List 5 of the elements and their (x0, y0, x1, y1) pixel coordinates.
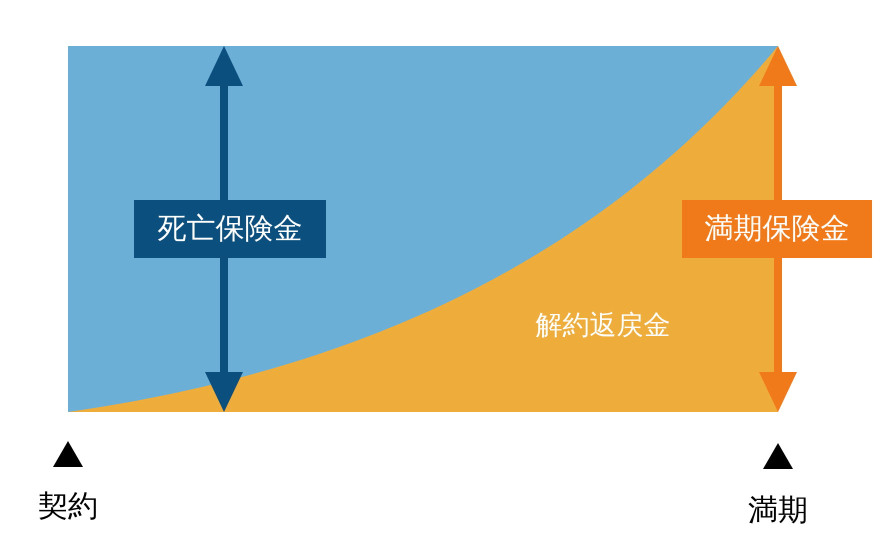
benefit-tag: 満期保険金 (682, 200, 872, 258)
area-label: 解約返戻金 (536, 312, 670, 339)
timeline-label: 満期 (748, 496, 808, 526)
timeline-label: 契約 (38, 492, 98, 522)
benefit-tag: 死亡保険金 (134, 200, 326, 258)
